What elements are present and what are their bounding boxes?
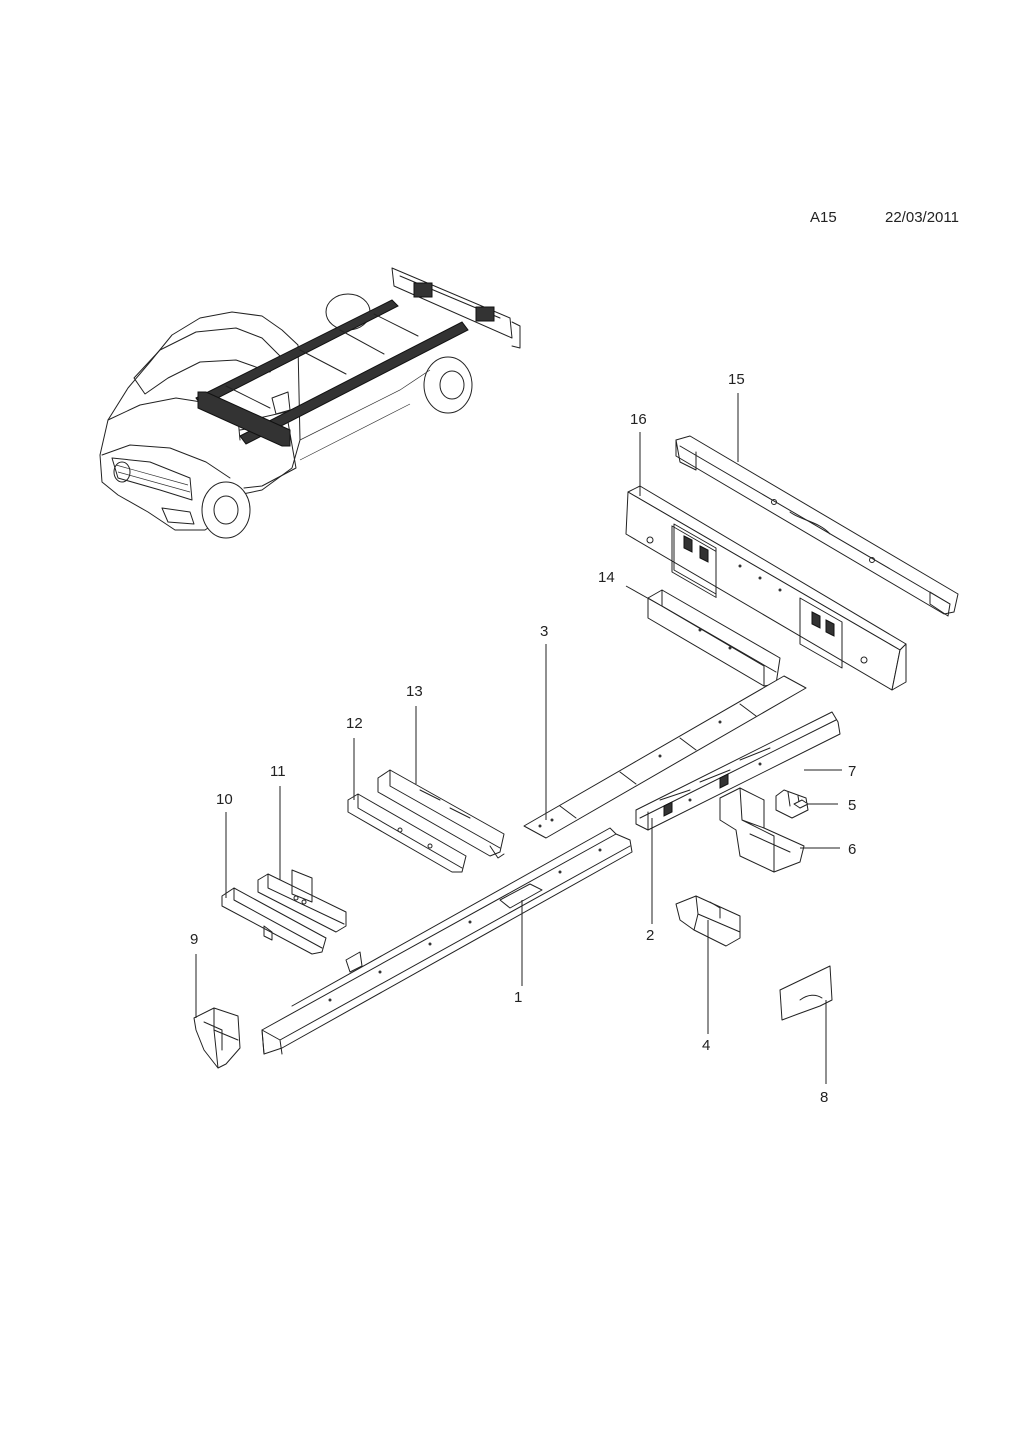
callout-1: 1 <box>514 989 522 1006</box>
callout-3: 3 <box>540 623 548 640</box>
callout-16: 16 <box>630 411 647 428</box>
callout-11: 11 <box>270 763 286 780</box>
callout-14: 14 <box>598 569 615 586</box>
sheet-code: A15 <box>810 209 837 226</box>
callout-8: 8 <box>820 1089 828 1106</box>
part-8-plate <box>779 965 833 1021</box>
part-9-bracket <box>193 1007 241 1069</box>
part-13-crossmember <box>377 769 505 859</box>
part-2-rail <box>635 711 841 831</box>
part-12-crossmember <box>347 793 467 873</box>
sheet-date: 22/03/2011 <box>885 209 959 226</box>
callout-12: 12 <box>346 715 363 732</box>
part-1-main-rail <box>261 827 633 1055</box>
callout-6: 6 <box>848 841 856 858</box>
part-11-bracket <box>257 869 347 933</box>
callout-2: 2 <box>646 927 654 944</box>
part-16-rear-crossmember <box>625 485 907 691</box>
callout-7: 7 <box>848 763 856 780</box>
callout-5: 5 <box>848 797 856 814</box>
callout-4: 4 <box>702 1037 710 1054</box>
callout-labels: 1 2 3 4 5 6 7 8 9 10 11 12 13 14 15 16 <box>190 371 856 1106</box>
vehicle-overview-illustration <box>99 267 521 539</box>
part-10-crossmember <box>221 887 327 955</box>
leader-lines <box>195 393 842 1084</box>
part-14-channel <box>647 589 781 687</box>
callout-10: 10 <box>216 791 233 808</box>
callout-9: 9 <box>190 931 198 948</box>
part-15-rear-rail <box>675 435 959 617</box>
part-3-plate <box>523 675 807 839</box>
part-6-bracket <box>719 787 805 873</box>
callout-15: 15 <box>728 371 745 388</box>
callout-13: 13 <box>406 683 423 700</box>
